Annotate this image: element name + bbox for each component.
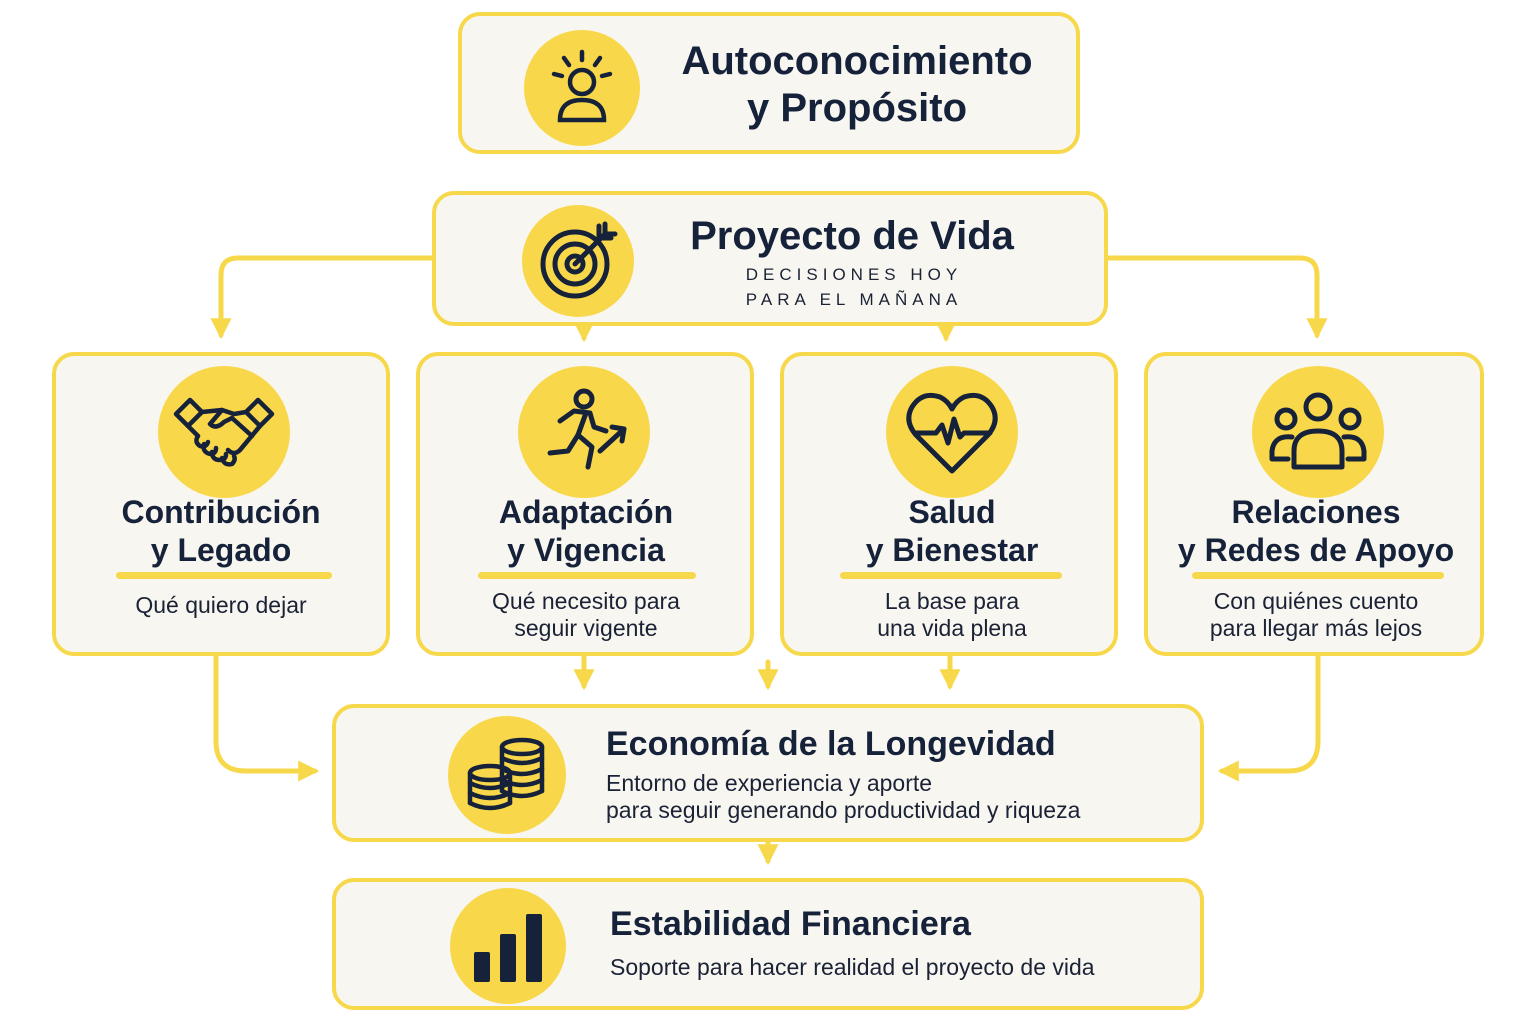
financial-stability-title: Estabilidad Financiera	[610, 905, 971, 943]
health-title: Salud y Bienestar	[865, 494, 1039, 568]
person-sunrise-icon	[551, 49, 613, 123]
arrow-relations-to-economy	[1217, 653, 1321, 782]
life-project-icon-circle	[522, 205, 634, 317]
health-icon-circle	[886, 366, 1018, 498]
contribution-icon-circle	[158, 366, 290, 498]
self-knowledge-box: Autoconocimiento y Propósito	[458, 12, 1080, 154]
relations-desc: Con quiénes cuento para llegar más lejos	[1209, 588, 1423, 642]
adaptation-divider	[478, 572, 696, 579]
running-person-icon	[547, 388, 627, 470]
bar-chart-icon	[474, 914, 542, 982]
life-project-tagline: DECISIONES HOY PARA EL MAÑANA	[745, 265, 963, 309]
adaptation-box: Adaptación y Vigencia Qué necesito para …	[416, 352, 754, 656]
health-divider	[840, 572, 1062, 579]
adaptation-title: Adaptación y Vigencia	[498, 494, 674, 568]
health-box: Salud y Bienestar La base para una vida …	[780, 352, 1118, 656]
financial-stability-box: Estabilidad Financiera Soporte para hace…	[332, 878, 1204, 1010]
relations-title: Relaciones y Redes de Apoyo	[1177, 494, 1455, 568]
group-people-icon	[1269, 392, 1367, 470]
self-knowledge-title: Autoconocimiento y Propósito	[681, 39, 1033, 131]
life-project-title: Proyecto de Vida	[690, 214, 1014, 258]
contribution-desc: Qué quiero dejar	[135, 592, 307, 618]
financial-stability-desc: Soporte para hacer realidad el proyecto …	[610, 954, 1095, 980]
heart-pulse-icon	[906, 392, 998, 474]
arrow-project-to-relations	[1105, 255, 1328, 340]
relations-divider	[1192, 572, 1444, 579]
longevity-economy-title: Economía de la Longevidad	[606, 725, 1056, 763]
longevity-economy-icon-circle	[448, 716, 566, 834]
contribution-divider	[116, 572, 332, 579]
life-project-box: Proyecto de Vida DECISIONES HOY PARA EL …	[432, 191, 1108, 326]
longevity-economy-desc: Entorno de experiencia y aporte para seg…	[606, 770, 1081, 824]
arrow-project-to-contribution	[210, 255, 435, 340]
contribution-title: Contribución y Legado	[121, 494, 321, 568]
adaptation-desc: Qué necesito para seguir vigente	[492, 588, 680, 642]
longevity-economy-box: Economía de la Longevidad Entorno de exp…	[332, 704, 1204, 842]
relations-box: Relaciones y Redes de Apoyo Con quiénes …	[1144, 352, 1484, 656]
contribution-box: Contribución y Legado Qué quiero dejar	[52, 352, 390, 656]
target-arrow-icon	[540, 221, 618, 299]
health-desc: La base para una vida plena	[877, 588, 1027, 642]
relations-icon-circle	[1252, 366, 1384, 498]
adaptation-icon-circle	[518, 366, 650, 498]
handshake-icon	[173, 397, 275, 467]
coins-stack-icon	[467, 737, 545, 811]
financial-stability-icon-circle	[450, 888, 566, 1004]
arrow-contribution-to-economy	[213, 653, 320, 782]
self-knowledge-icon-circle	[524, 30, 640, 146]
